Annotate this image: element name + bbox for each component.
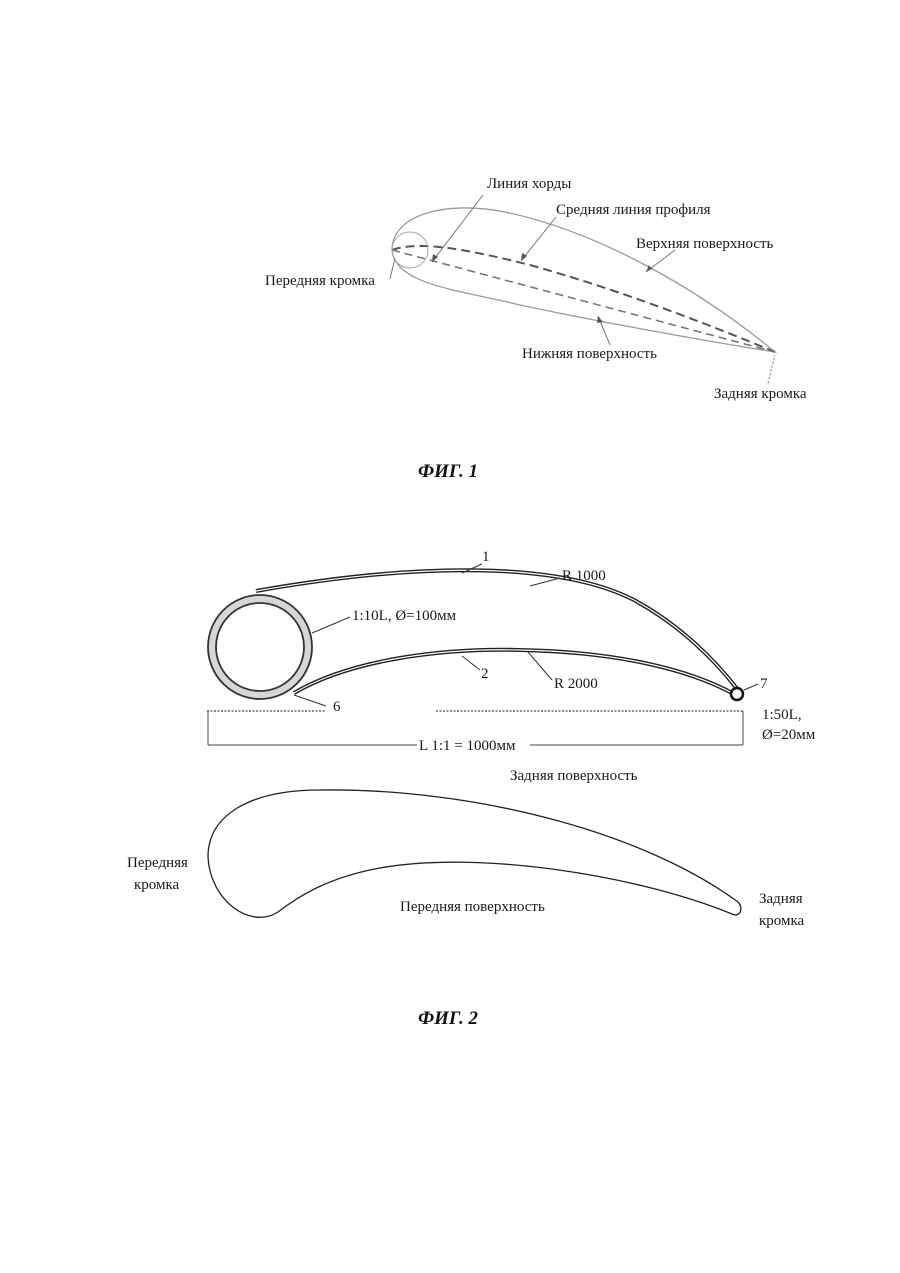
fig1-airfoil-outline <box>391 207 778 354</box>
fig2-label-tube-spec: 1:10L, Ø=100мм <box>352 608 457 624</box>
fig1-chord-line <box>391 249 776 353</box>
fig2-leader-2 <box>461 655 481 671</box>
fig1-trailing-leader <box>767 354 776 384</box>
fig1-mean-leader <box>520 216 557 262</box>
fig2-label-trailing-1: Задняя <box>759 891 803 907</box>
fig2-label-trailing-2: кромка <box>759 913 805 929</box>
fig2-profile: Передняя кромка Передняя поверхность Зад… <box>127 789 805 1029</box>
fig2-label-part-1: 1 <box>482 549 490 565</box>
fig1-lower-arrow <box>597 316 603 323</box>
fig2-tube-inner <box>215 602 305 692</box>
fig1-label-lower: Нижняя поверхность <box>522 346 657 362</box>
fig2-leader-r2000 <box>527 651 553 681</box>
fig2-label-rod-spec-2: Ø=20мм <box>762 727 816 743</box>
fig2-label-rod-spec-1: 1:50L, <box>762 707 802 723</box>
fig2-lower-strip <box>292 647 735 696</box>
fig1-chord-leader <box>431 194 484 263</box>
fig2-upper-strip <box>255 568 740 692</box>
fig2-construction: 1 R 1000 1:10L, Ø=100мм 2 R 2000 7 6 1:5… <box>207 549 816 784</box>
fig1-leading-leader <box>389 257 396 280</box>
fig1-airfoil: Линия хорды Средняя линия профиля Верхня… <box>265 176 807 482</box>
fig2-profile-outline <box>207 789 742 918</box>
fig1-label-leading: Передняя кромка <box>265 273 375 289</box>
fig2-label-r1000: R 1000 <box>562 568 606 584</box>
fig2-label-length: L 1:1 = 1000мм <box>419 738 516 754</box>
fig2-label-part-2: 2 <box>481 666 489 682</box>
fig1-label-mean: Средняя линия профиля <box>556 202 711 218</box>
fig2-label-leading-1: Передняя <box>127 855 188 871</box>
fig1-label-trailing: Задняя кромка <box>714 386 807 402</box>
fig1-label-chord: Линия хорды <box>487 176 571 192</box>
fig1-mean-arrow <box>521 253 527 261</box>
fig2-leader-r1000 <box>529 577 561 587</box>
fig1-chord-arrow <box>432 254 438 262</box>
fig2-label-r2000: R 2000 <box>554 676 598 692</box>
fig1-caption: ФИГ. 1 <box>418 461 478 482</box>
fig1-upper-arrow <box>646 265 652 272</box>
fig2-leader-6 <box>293 694 327 707</box>
fig2-leader-1 <box>461 563 483 574</box>
fig2-label-part-7: 7 <box>760 676 768 692</box>
fig2-leader-tube <box>311 616 351 634</box>
fig2-leader-7 <box>743 683 759 691</box>
fig2-label-front-surface: Передняя поверхность <box>400 899 545 915</box>
fig2-label-part-6: 6 <box>333 699 341 715</box>
fig1-label-upper: Верхняя поверхность <box>636 236 774 252</box>
fig2-label-leading-2: кромка <box>134 877 180 893</box>
fig2-rod <box>729 686 745 702</box>
fig2-caption: ФИГ. 2 <box>418 1008 478 1029</box>
fig1-leading-edge-circle <box>391 231 429 269</box>
fig1-mean-line <box>391 245 776 353</box>
fig2-label-rear-surface: Задняя поверхность <box>510 768 638 784</box>
